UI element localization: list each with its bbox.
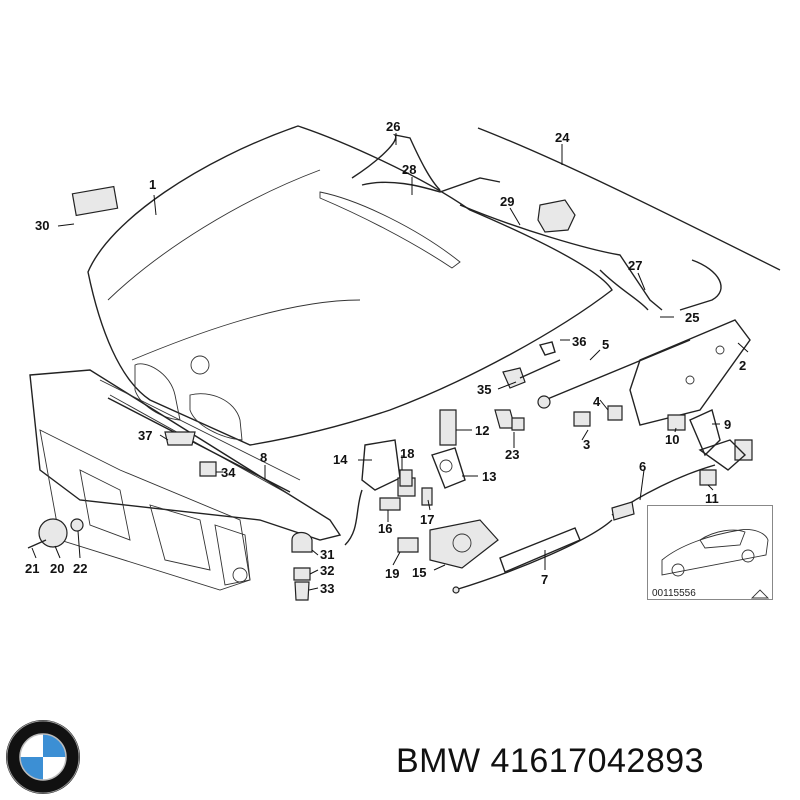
- callout-16: 16: [378, 521, 393, 536]
- callout-33: 33: [320, 581, 335, 596]
- callout-25: 25: [685, 310, 700, 325]
- callout-7: 7: [541, 572, 549, 587]
- inset-car-illustration: [661, 529, 770, 599]
- hood-part: [87, 125, 613, 446]
- callout-28: 28: [402, 162, 417, 177]
- part-number: 41617042893: [490, 742, 705, 780]
- callout-32: 32: [320, 563, 335, 578]
- callout-22: 22: [73, 561, 88, 576]
- callout-37: 37: [138, 428, 153, 443]
- brand-and-part-number: BMW 41617042893: [396, 742, 704, 781]
- callout-14: 14: [333, 452, 348, 467]
- callout-9: 9: [724, 417, 732, 432]
- front-panel-part: [29, 369, 342, 591]
- callout-27: 27: [628, 258, 643, 273]
- callout-11: 11: [705, 491, 719, 506]
- callout-3: 3: [583, 437, 591, 452]
- callout-30: 30: [35, 218, 50, 233]
- reference-code: 00115556: [652, 588, 696, 599]
- callout-2: 2: [739, 358, 747, 373]
- callout-31: 31: [320, 547, 335, 562]
- callout-21: 21: [25, 561, 40, 576]
- callout-36: 36: [572, 334, 587, 349]
- callout-19: 19: [385, 566, 400, 581]
- inset-vehicle-box: [647, 505, 773, 600]
- callout-1: 1: [149, 177, 157, 192]
- callout-26: 26: [386, 119, 401, 134]
- callout-17: 17: [420, 512, 435, 527]
- callout-29: 29: [500, 194, 515, 209]
- callout-34: 34: [221, 465, 236, 480]
- leader-lines: [31, 133, 749, 591]
- callout-10: 10: [665, 432, 680, 447]
- callout-20: 20: [50, 561, 65, 576]
- callout-12: 12: [475, 423, 490, 438]
- callout-8: 8: [260, 450, 268, 465]
- callout-4: 4: [593, 394, 601, 409]
- callout-24: 24: [555, 130, 570, 145]
- callout-23: 23: [505, 447, 520, 462]
- callout-18: 18: [400, 446, 415, 461]
- hardware-parts: [27, 185, 753, 601]
- callout-15: 15: [412, 565, 427, 580]
- seal-parts: [351, 127, 781, 311]
- callout-13: 13: [482, 469, 497, 484]
- callout-35: 35: [477, 382, 492, 397]
- bmw-logo-icon: [6, 720, 80, 794]
- brand-name: BMW: [396, 742, 481, 780]
- callout-5: 5: [602, 337, 610, 352]
- callout-6: 6: [639, 459, 647, 474]
